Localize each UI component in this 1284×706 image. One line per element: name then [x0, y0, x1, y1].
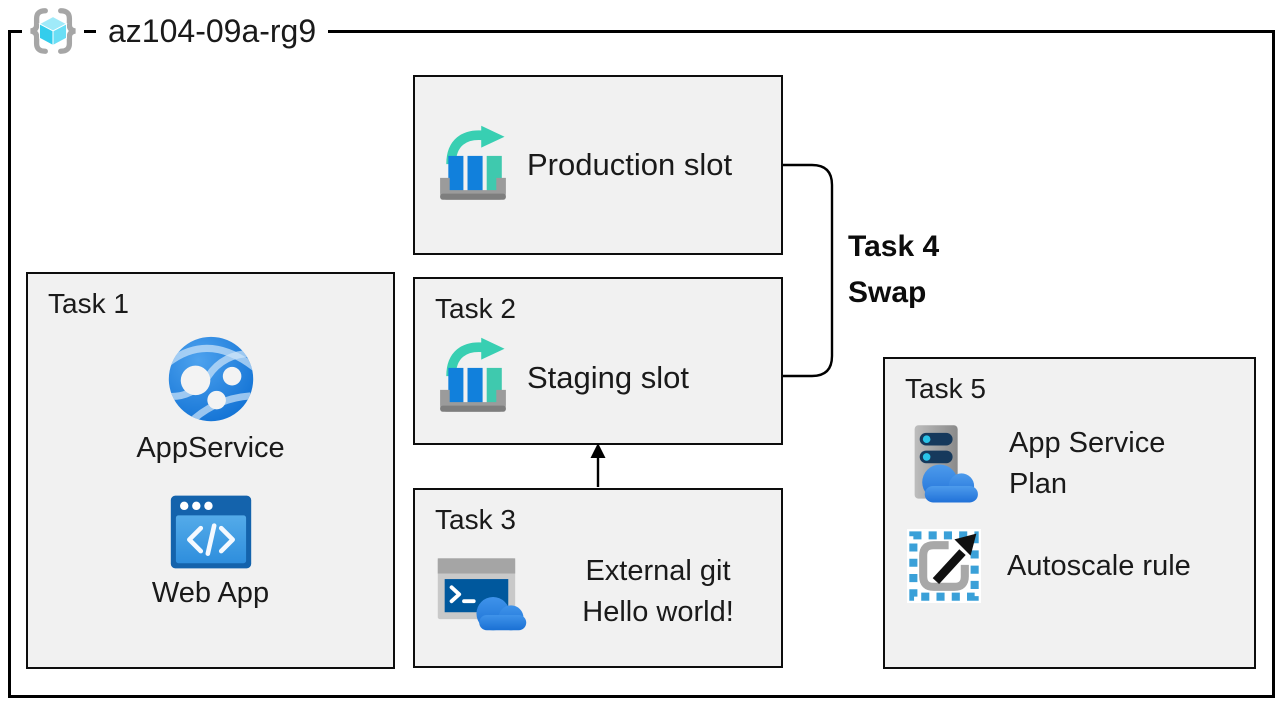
task4-swap-note: Task 4 Swap — [848, 224, 939, 315]
resource-group-header: az104-09a-rg9 — [22, 6, 329, 56]
autoscale-rule-label: Autoscale rule — [1007, 549, 1191, 582]
app-service-item: AppService — [28, 334, 393, 465]
web-app-label: Web App — [151, 577, 270, 609]
task5-title: Task 5 — [905, 373, 986, 404]
autoscale-icon — [907, 529, 981, 604]
external-git-line2: Hello world! — [582, 595, 734, 628]
task5-box: Task 5 — [883, 357, 1256, 669]
app-service-plan-item: App Service Plan — [907, 423, 1254, 505]
autoscale-rule-item: Autoscale rule — [907, 529, 1254, 604]
app-service-plan-icon — [907, 424, 983, 505]
web-app-item: Web App — [28, 495, 393, 610]
resource-group-icon — [22, 6, 84, 56]
deployment-slot-icon — [429, 123, 517, 208]
task2-title: Task 2 — [435, 293, 516, 324]
app-service-label: AppService — [136, 432, 285, 464]
external-git-line1: External git — [585, 555, 731, 588]
task3-title: Task 3 — [435, 504, 516, 535]
staging-slot-label: Staging slot — [527, 359, 689, 395]
production-slot-box: Production slot — [413, 75, 783, 255]
production-slot-label: Production slot — [527, 147, 733, 182]
task2-box: Task 2 Staging slot — [413, 277, 783, 445]
web-app-icon — [170, 495, 252, 569]
cloud-shell-icon — [435, 550, 529, 633]
staging-slot-row: Staging slot — [415, 335, 781, 420]
resource-group-name: az104-09a-rg9 — [96, 6, 329, 56]
app-service-plan-label: App Service Plan — [1009, 427, 1166, 501]
task3-box: Task 3 — [413, 488, 783, 668]
external-git-row: External git Hello world! — [435, 550, 781, 633]
external-git-text: External git Hello world! — [547, 551, 769, 631]
task1-box: Task 1 — [26, 272, 395, 669]
resource-group-boundary — [8, 30, 1275, 698]
task1-title: Task 1 — [48, 288, 129, 319]
production-slot-row: Production slot — [415, 123, 732, 208]
app-service-icon — [166, 334, 256, 424]
task4-line: Task 4 — [848, 230, 940, 263]
deployment-slot-icon — [429, 335, 517, 420]
swap-line: Swap — [848, 275, 927, 309]
